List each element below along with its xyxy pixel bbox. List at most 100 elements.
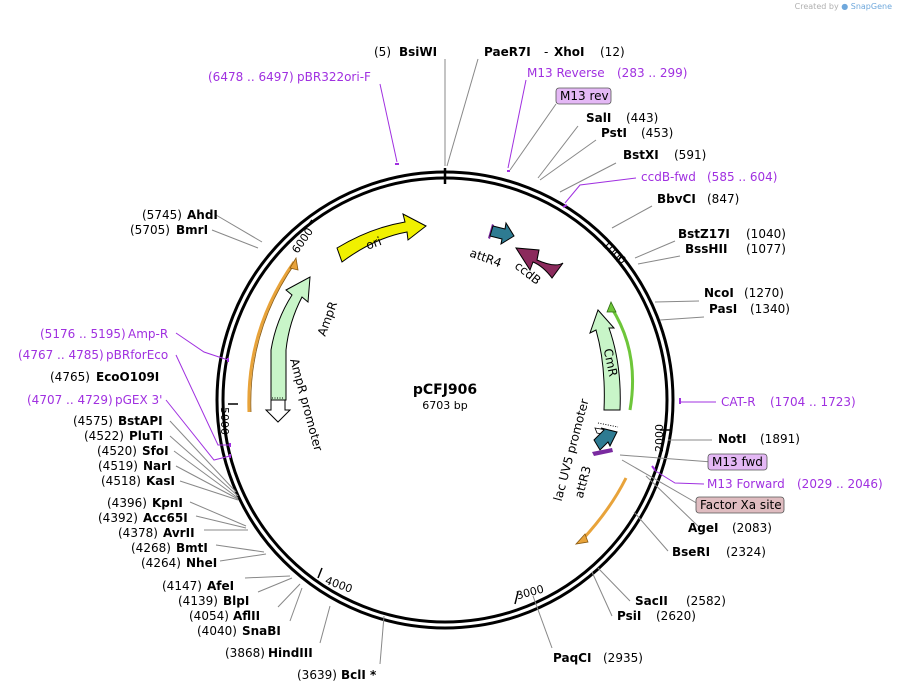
leader-psti bbox=[539, 139, 597, 181]
pos-kasi: (4518) bbox=[101, 474, 141, 488]
pos-bbvci: (847) bbox=[707, 192, 739, 206]
feature-ampr bbox=[270, 276, 311, 401]
pos-psii: (2620) bbox=[656, 609, 696, 623]
leader-m13-fwd-box bbox=[619, 454, 713, 463]
leader-bcli bbox=[379, 615, 385, 665]
primer-m13-forward-range: (2029 .. 2046) bbox=[797, 477, 883, 491]
leader-blpi bbox=[257, 577, 293, 593]
leader-bstz17i bbox=[634, 240, 676, 259]
prefix-xhoi: - bbox=[544, 45, 548, 59]
site-ncoi: NcoI bbox=[704, 286, 734, 300]
leader-kpni bbox=[189, 501, 247, 527]
feature-attr4-label: attR4 bbox=[468, 246, 504, 270]
leader-ncoi bbox=[654, 300, 700, 303]
pos-paqci: (2935) bbox=[603, 651, 643, 665]
feature-ampr-promoter bbox=[264, 399, 292, 423]
site-bstz17i: BstZ17I bbox=[678, 227, 730, 241]
leader-bmti bbox=[215, 544, 265, 553]
site-blpi: BlpI bbox=[223, 594, 249, 608]
site-sali: SalI bbox=[586, 111, 611, 125]
pos-snabi: (4040) bbox=[197, 624, 237, 638]
feature-ampr-promoter-label: AmpR promoter bbox=[287, 357, 325, 453]
site-agei: AgeI bbox=[688, 521, 718, 535]
primer-amp-r-range: (5176 .. 5195) bbox=[40, 327, 126, 341]
primer-pgex3: pGEX 3' bbox=[115, 393, 162, 407]
pos-acc65i: (4392) bbox=[98, 511, 138, 525]
pos-aflii: (4054) bbox=[189, 609, 229, 623]
pos-kpni: (4396) bbox=[107, 496, 147, 510]
primer-amp-r: Amp-R bbox=[128, 327, 168, 341]
leader-bseri bbox=[633, 511, 669, 552]
pos-psti: (453) bbox=[641, 126, 673, 140]
pos-ahdi: (5745) bbox=[142, 208, 182, 222]
pos-sfoi: (4520) bbox=[97, 444, 137, 458]
site-bmti: BmtI bbox=[176, 541, 208, 555]
pos-nhei: (4264) bbox=[141, 556, 181, 570]
site-xhoi: XhoI bbox=[554, 45, 585, 59]
primer-cat-r-range: (1704 .. 1723) bbox=[770, 395, 856, 409]
lacuv5-dots bbox=[597, 422, 619, 428]
site-bmri: BmrI bbox=[176, 223, 208, 237]
box-m13-fwd bbox=[707, 453, 768, 471]
pos-blpi: (4139) bbox=[178, 594, 218, 608]
orf-left-arc-edge bbox=[250, 261, 297, 413]
site-bseri: BseRI bbox=[672, 545, 710, 559]
leader-bsshii bbox=[637, 255, 681, 265]
primer-pgex3-range: (4707 .. 4729) bbox=[27, 393, 113, 407]
credit-brand: SnapGene bbox=[850, 2, 892, 11]
leader-sacii bbox=[597, 567, 631, 602]
leader-pluti bbox=[169, 435, 239, 497]
site-pluti: PluTI bbox=[129, 429, 163, 443]
leader-pasi bbox=[659, 316, 705, 321]
site-ecoo109i: EcoO109I bbox=[96, 370, 159, 384]
boxed-labels: M13 rev M13 fwd Factor Xa site bbox=[555, 87, 785, 514]
leader-ccdb-fwd bbox=[564, 177, 637, 204]
plasmid-size: 6703 bp bbox=[422, 399, 467, 412]
box-leaders bbox=[509, 103, 713, 506]
feature-cmr-label: CmR bbox=[601, 347, 621, 378]
pos-ecoo109i: (4765) bbox=[50, 370, 90, 384]
credit-prefix: Created by bbox=[794, 2, 839, 11]
feature-ccdb bbox=[515, 247, 564, 279]
leader-aflii bbox=[277, 583, 301, 608]
site-bbvci: BbvCI bbox=[657, 192, 696, 206]
leader-amp-r bbox=[175, 332, 229, 361]
site-paer7i: PaeR7I bbox=[484, 45, 531, 59]
site-nhei: NheI bbox=[186, 556, 217, 570]
site-paqci: PaqCI bbox=[553, 651, 591, 665]
feature-attr4 bbox=[489, 221, 515, 246]
tick-6000-line bbox=[305, 219, 313, 229]
site-bstxi: BstXI bbox=[623, 148, 659, 162]
pos-pasi: (1340) bbox=[750, 302, 790, 316]
pos-sacii: (2582) bbox=[686, 594, 726, 608]
site-kasi: KasI bbox=[146, 474, 175, 488]
feature-attr3 bbox=[593, 427, 618, 451]
leader-kasi bbox=[179, 480, 239, 501]
site-noti: NotI bbox=[718, 432, 747, 446]
feature-attr3-label: attR3 bbox=[572, 464, 594, 499]
feature-ori-label: ori bbox=[364, 234, 383, 252]
primer-ccdb-fwd-range: (585 .. 604) bbox=[707, 170, 777, 184]
box-factor-xa bbox=[695, 496, 785, 514]
orf-left-arrowhead bbox=[289, 256, 299, 271]
leader-nari bbox=[175, 465, 239, 500]
leader-m13-rev-box bbox=[509, 103, 557, 171]
leader-sali bbox=[537, 125, 579, 179]
orf-right-arrowhead bbox=[606, 301, 617, 313]
leader-paer7i bbox=[446, 58, 479, 167]
pos-bstapi: (4575) bbox=[73, 414, 113, 428]
site-bstapi: BstAPI bbox=[118, 414, 163, 428]
mark-ccdb-fwd bbox=[562, 204, 568, 208]
primer-m13-reverse: M13 Reverse bbox=[527, 66, 605, 80]
pos-nari: (4519) bbox=[98, 459, 138, 473]
site-bsiwi: BsiWI bbox=[399, 45, 437, 59]
site-ahdi: AhdI bbox=[187, 208, 218, 222]
pos-hindiii: (3868) bbox=[225, 646, 265, 660]
pos-noti: (1891) bbox=[760, 432, 800, 446]
leader-factorxa-box bbox=[621, 459, 701, 506]
feature-ori bbox=[336, 213, 427, 263]
site-acc65i: Acc65I bbox=[143, 511, 188, 525]
leader-m13-reverse bbox=[507, 79, 527, 169]
site-snabi: SnaBI bbox=[242, 624, 281, 638]
leader-acc65i bbox=[195, 515, 247, 529]
